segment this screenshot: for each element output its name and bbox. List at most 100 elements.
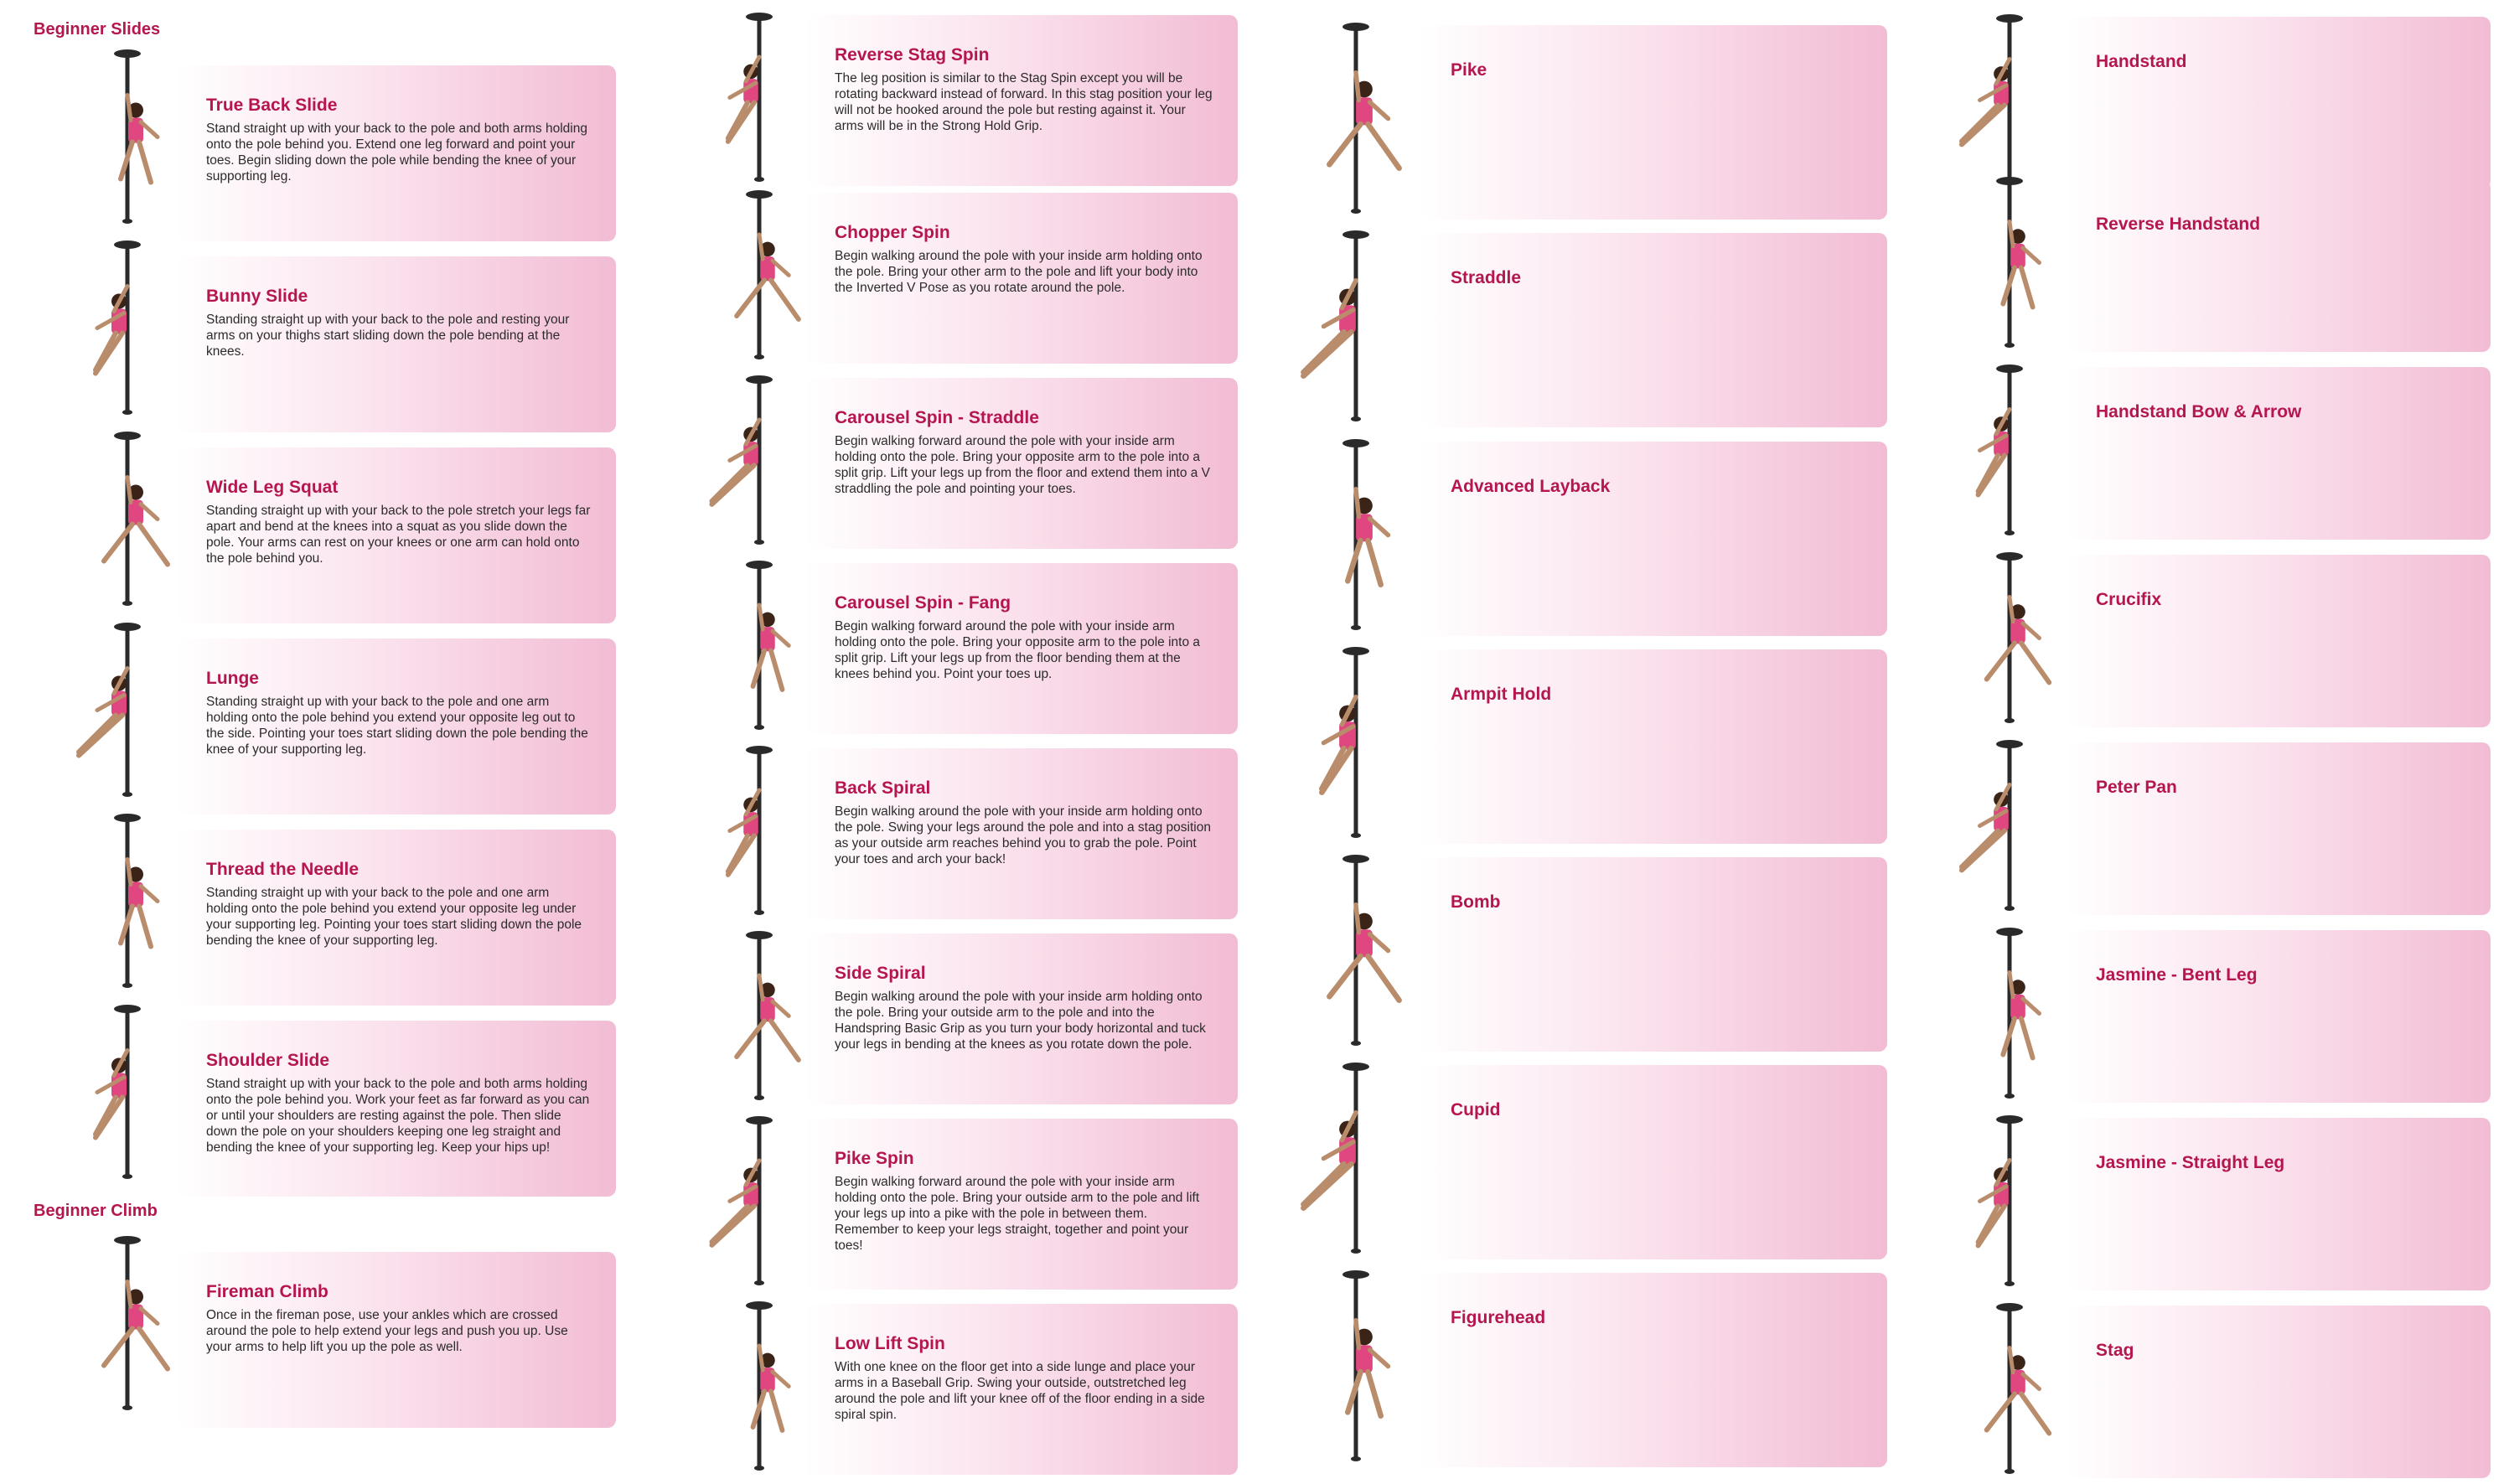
pole-dancer-figure-icon [1327, 23, 1402, 214]
move-title: Bomb [1451, 892, 1501, 912]
pole-dancer-figure-icon [114, 49, 160, 224]
move-card: Jasmine - Bent Leg [2066, 930, 2491, 1103]
move-title: Lunge [206, 669, 259, 688]
pole-dancer-figure-icon [725, 13, 773, 182]
move-description: Begin walking forward around the pole wi… [835, 434, 1211, 496]
pole-dancer-figure-icon [101, 432, 170, 606]
move-card: Armpit Hold [1420, 649, 1887, 844]
move-title: Advanced Layback [1451, 477, 1611, 496]
move-description: Begin walking forward around the pole wi… [835, 1175, 1200, 1253]
pole-dancer-figure-icon [1342, 1270, 1391, 1461]
move-title: Pike Spin [835, 1149, 914, 1168]
move-description: Standing straight up with your back to t… [206, 313, 570, 359]
move-description: Stand straight up with your back to the … [206, 1077, 590, 1155]
pole-dancer-figure-icon [93, 240, 141, 415]
pole-dancer-figure-icon [1996, 177, 2041, 348]
move-card: Jasmine - Straight Leg [2066, 1118, 2491, 1290]
move-title: Back Spiral [835, 778, 931, 798]
pole-dancer-figure-icon [1996, 928, 2041, 1099]
move-description: Stand straight up with your back to the … [206, 122, 587, 184]
move-title: Handstand [2096, 52, 2187, 71]
move-description: Standing straight up with your back to t… [206, 504, 591, 566]
move-title: Wide Leg Squat [206, 478, 339, 497]
move-card: Bomb [1420, 857, 1887, 1052]
move-title: Jasmine - Straight Leg [2096, 1153, 2285, 1172]
move-card: Handstand Bow & Arrow [2066, 367, 2491, 540]
pole-dancer-figure-icon [709, 1116, 773, 1285]
move-card: Pike [1420, 25, 1887, 220]
pole-dancer-figure-icon [101, 1236, 170, 1410]
move-card: Peter Pan [2066, 742, 2491, 915]
move-title: Stag [2096, 1341, 2134, 1360]
pole-dancer-figure-icon [725, 746, 773, 915]
move-title: Cupid [1451, 1100, 1501, 1119]
move-title: Reverse Handstand [2096, 215, 2261, 234]
move-card: Crucifix [2066, 555, 2491, 727]
pole-dancer-figure-icon [746, 1301, 791, 1471]
pole-dancer-figure-icon [1984, 1303, 2052, 1474]
move-title: Pike [1451, 60, 1487, 80]
move-description: Begin walking around the pole with your … [835, 990, 1206, 1052]
move-title: Figurehead [1451, 1308, 1546, 1327]
pole-dancer-figure-icon [1301, 230, 1369, 421]
move-description: Standing straight up with your back to t… [206, 886, 582, 948]
move-title: Straddle [1451, 268, 1522, 287]
pole-dancer-figure-icon [1327, 855, 1402, 1046]
pole-dancer-figure-icon [734, 931, 801, 1100]
move-card: Stag [2066, 1306, 2491, 1478]
pole-dancer-figure-icon [1319, 647, 1369, 838]
move-card: Straddle [1420, 233, 1887, 427]
move-description: Once in the fireman pose, use your ankle… [206, 1308, 568, 1354]
move-title: Carousel Spin - Straddle [835, 408, 1039, 427]
move-card: Cupid [1420, 1065, 1887, 1259]
move-title: Thread the Needle [206, 860, 360, 879]
pole-dancer-figure-icon [76, 623, 141, 797]
move-description: The leg position is similar to the Stag … [835, 71, 1213, 133]
pole-dancer-figure-icon [1958, 14, 2023, 185]
move-title: Chopper Spin [835, 223, 950, 242]
pole-dancer-figure-icon [93, 1005, 141, 1179]
move-description: Begin walking around the pole with your … [835, 249, 1203, 295]
section-title-beginner-climb: Beginner Climb [34, 1202, 158, 1220]
move-title: Jasmine - Bent Leg [2096, 965, 2258, 985]
move-title: Side Spiral [835, 964, 926, 983]
move-title: Shoulder Slide [206, 1051, 330, 1070]
move-card: Reverse Handstand [2066, 179, 2491, 352]
pole-dancer-figure-icon [1975, 365, 2023, 535]
move-title: Carousel Spin - Fang [835, 593, 1011, 613]
move-title: Fireman Climb [206, 1282, 328, 1301]
move-description: Begin walking around the pole with your … [835, 804, 1211, 866]
pole-dancer-figure-icon [746, 561, 791, 730]
move-card: Advanced Layback [1420, 442, 1887, 636]
pole-dancer-figure-icon [1984, 552, 2052, 723]
move-title: Peter Pan [2096, 778, 2177, 797]
move-description: With one knee on the floor get into a si… [835, 1360, 1205, 1422]
move-card: Handstand [2066, 17, 2491, 189]
move-title: Crucifix [2096, 590, 2162, 609]
move-title: Handstand Bow & Arrow [2096, 402, 2302, 421]
move-title: Bunny Slide [206, 287, 308, 306]
pole-dancer-figure-icon [734, 190, 801, 359]
move-title: Armpit Hold [1451, 685, 1552, 704]
move-description: Begin walking forward around the pole wi… [835, 619, 1201, 681]
pole-dancer-figure-icon [709, 375, 773, 545]
pole-dancer-figure-icon [1958, 740, 2023, 911]
pole-dancer-figure-icon [1301, 1063, 1369, 1254]
pole-dancer-figure-icon [1975, 1115, 2023, 1286]
move-title: Reverse Stag Spin [835, 45, 990, 65]
move-description: Standing straight up with your back to t… [206, 695, 588, 757]
